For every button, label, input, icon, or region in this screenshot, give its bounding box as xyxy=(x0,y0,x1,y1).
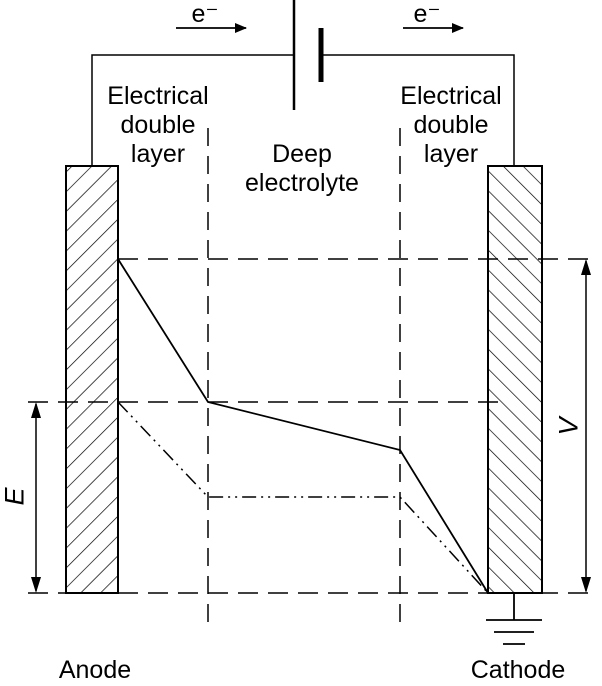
cathode-label: Cathode xyxy=(470,656,566,684)
left-layer-line-3: layer xyxy=(130,140,186,168)
ground-symbol xyxy=(486,593,542,645)
e-dimension-arrow xyxy=(31,402,41,593)
left-layer-line-1: Electrical xyxy=(107,82,209,110)
right-double-layer-label: Electrical double layer xyxy=(387,82,515,169)
voltage-v-label: V xyxy=(553,417,584,436)
electron-label-right: e⁻ xyxy=(413,0,441,28)
deep-electrolyte-label: Deep electrolyte xyxy=(232,140,372,198)
left-layer-line-2: double xyxy=(120,111,196,139)
potential-e-label: E xyxy=(0,487,30,506)
right-layer-line-2: double xyxy=(413,111,489,139)
battery-symbol xyxy=(280,0,324,110)
electron-label-left: e⁻ xyxy=(191,0,219,28)
left-double-layer-label: Electrical double layer xyxy=(94,82,222,169)
potential-profile-solid xyxy=(117,258,489,594)
deep-electrolyte-line-2: electrolyte xyxy=(245,169,359,197)
double-layer-boundary xyxy=(207,128,401,632)
anode-electrode xyxy=(65,165,119,594)
deep-electrolyte-line-1: Deep xyxy=(272,140,332,168)
cathode-electrode xyxy=(487,165,543,594)
circuit-wire xyxy=(91,54,515,165)
potential-reference-line xyxy=(28,258,598,594)
v-dimension-arrow xyxy=(581,259,591,593)
potential-profile-dashdot xyxy=(117,401,489,594)
right-layer-line-1: Electrical xyxy=(400,82,502,110)
anode-label: Anode xyxy=(58,656,132,684)
right-layer-line-3: layer xyxy=(423,140,479,168)
